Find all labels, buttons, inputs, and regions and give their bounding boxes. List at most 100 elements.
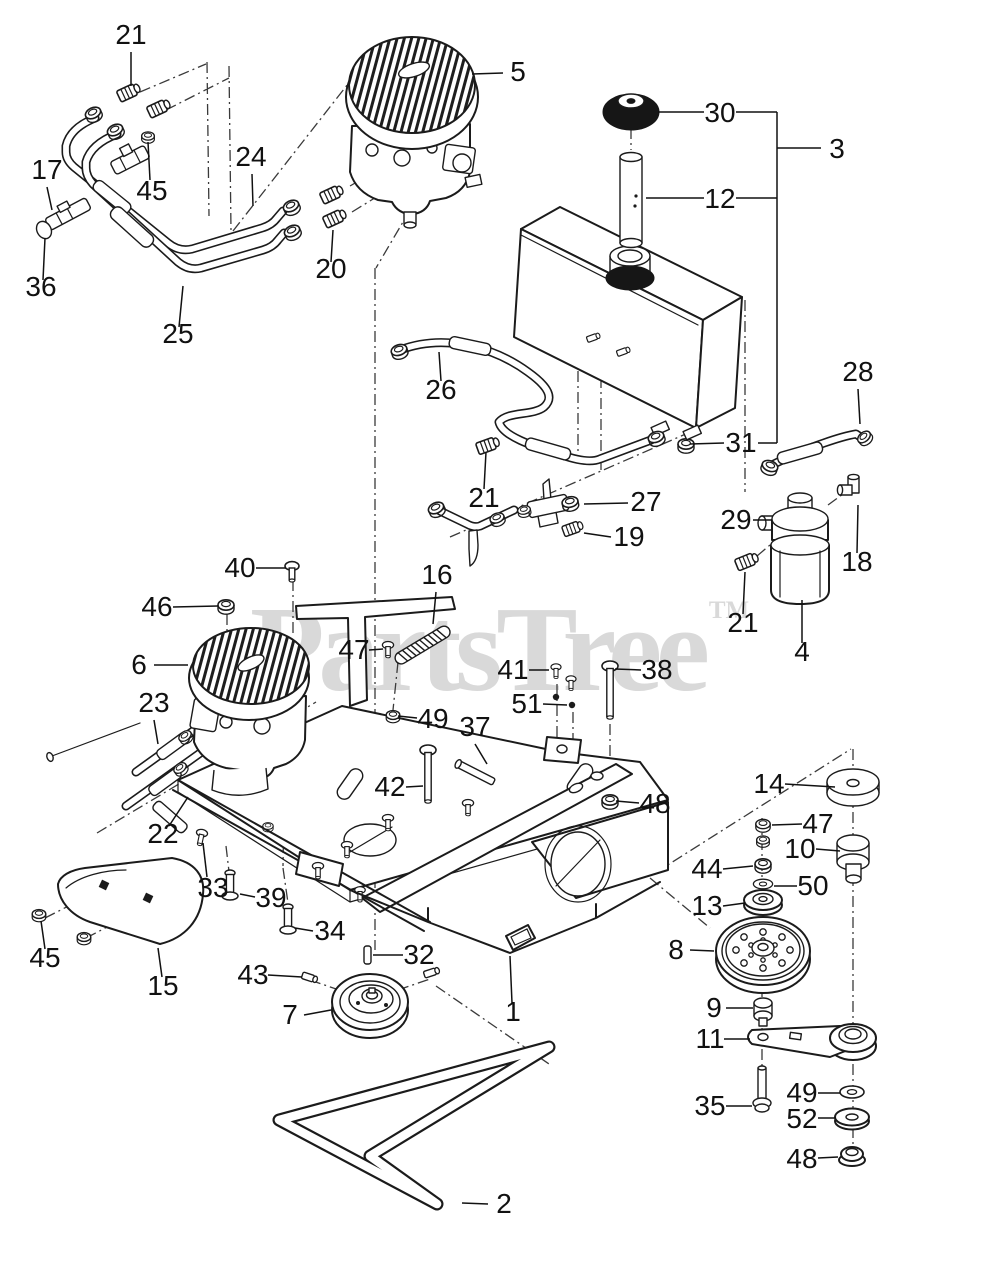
bolt-9 [753, 997, 773, 1027]
callout-20: 20 [315, 253, 346, 284]
fitting-21 [474, 434, 502, 456]
callout-49: 49 [417, 703, 448, 734]
callout-21: 21 [468, 482, 499, 513]
key-32 [363, 945, 372, 965]
callout-14: 14 [753, 768, 784, 799]
callout-leader-34 [294, 927, 314, 932]
callout-leader-16 [432, 591, 437, 625]
callout-15: 15 [147, 970, 178, 1001]
elbow-fitting-18 [836, 473, 860, 496]
callout-8: 8 [668, 934, 684, 965]
callout-21: 21 [115, 19, 146, 50]
callout-leader-48 [817, 1156, 839, 1159]
callout-leader-19 [583, 532, 612, 538]
callout-28: 28 [842, 356, 873, 387]
callout-leader-37 [474, 743, 488, 765]
nut-48 [838, 1146, 866, 1167]
callout-42: 42 [374, 771, 405, 802]
callout-48: 48 [786, 1143, 817, 1174]
pin-51 [568, 701, 576, 709]
callout-27: 27 [630, 486, 661, 517]
callout-10: 10 [784, 833, 815, 864]
rear-upright-bracket [295, 596, 456, 707]
callout-leader-45 [40, 920, 46, 950]
callout-1: 1 [505, 996, 521, 1027]
washer-52 [834, 1107, 870, 1131]
hydro-pump-left [46, 627, 310, 834]
callout-12: 12 [704, 183, 735, 214]
callout-30: 30 [704, 97, 735, 128]
nut-45 [140, 131, 156, 145]
tank-filler-neck [605, 245, 655, 291]
callout-50: 50 [797, 870, 828, 901]
watermark-text: PartsTree [250, 582, 710, 717]
callout-47: 47 [338, 634, 369, 665]
callout-leader-45 [147, 141, 151, 181]
callout-leader-10 [815, 848, 841, 852]
setscrew-43 [300, 971, 319, 984]
idler-arm-11 [747, 1023, 877, 1061]
callout-31: 31 [725, 427, 756, 458]
washer-49 [839, 1085, 865, 1099]
nut-47 [755, 818, 771, 834]
callout-leader-21 [483, 451, 487, 490]
callout-18: 18 [841, 546, 872, 577]
callout-4: 4 [794, 636, 810, 667]
callout-35: 35 [694, 1090, 725, 1121]
tie-strap [468, 529, 479, 567]
nut-44 [754, 857, 772, 875]
callout-33: 33 [197, 872, 228, 903]
frame-assembly [172, 560, 669, 984]
tee-fitting [110, 143, 150, 175]
fitting-19 [560, 519, 586, 538]
callout-37: 37 [459, 711, 490, 742]
idler-pulley-8 [715, 916, 811, 994]
callout-leader-28 [857, 388, 861, 425]
callout-leader-24 [251, 173, 254, 207]
callout-3: 3 [829, 133, 845, 164]
bolt-35 [752, 1065, 772, 1113]
callout-41: 41 [497, 654, 528, 685]
callout-leader-33 [202, 842, 208, 878]
callout-leader-18 [856, 504, 859, 554]
watermark: PartsTree TM [250, 582, 749, 717]
valve-27 [516, 478, 581, 528]
callout-24: 24 [235, 141, 266, 172]
callout-46: 46 [141, 591, 172, 622]
callout-16: 16 [421, 559, 452, 590]
belt-shield-15 [31, 857, 205, 946]
center-hose-circuit [388, 335, 876, 567]
bolt-40 [284, 560, 300, 583]
spacer-10 [836, 834, 870, 884]
tube-22 [152, 800, 188, 834]
callout-leader-21 [742, 571, 746, 615]
bearing-13 [743, 889, 783, 916]
drive-belt-2 [272, 1040, 556, 1211]
fitting-21 [145, 97, 173, 120]
callout-17: 17 [31, 154, 62, 185]
callout-22: 22 [147, 818, 178, 849]
pump-fan-slot [237, 654, 265, 672]
callout-leader-7 [303, 1009, 332, 1016]
frame-lower-box [349, 881, 661, 954]
callout-32: 32 [403, 939, 434, 970]
nut-45 [76, 931, 92, 946]
callout-leader-39 [239, 893, 256, 898]
callout-7: 7 [282, 999, 298, 1030]
callout-34: 34 [314, 915, 345, 946]
callout-40: 40 [224, 552, 255, 583]
hydraulic-hose-assembly-upper-left [35, 81, 349, 274]
callout-23: 23 [138, 687, 169, 718]
callout-leader-47 [771, 823, 803, 826]
callout-39: 39 [255, 882, 286, 913]
callout-6: 6 [131, 649, 147, 680]
callout-19: 19 [613, 521, 644, 552]
callout-45: 45 [29, 942, 60, 973]
pump-cooling-fins [348, 36, 476, 134]
callout-52: 52 [786, 1103, 817, 1134]
nut [755, 835, 771, 848]
callout-leader-51 [542, 703, 568, 706]
